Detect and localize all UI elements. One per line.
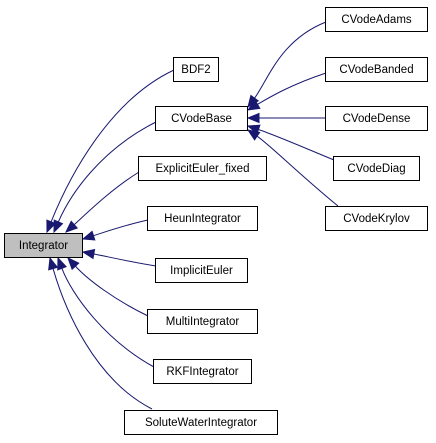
edges-layer — [46, 21, 339, 410]
node-label-impliciteuler: ImplicitEuler — [170, 265, 233, 277]
node-box-cvodekrylov[interactable] — [325, 206, 428, 231]
edge-cvodediag-to-cvodebase — [258, 129, 335, 161]
node-box-cvodedense[interactable] — [325, 106, 428, 131]
node-box-bdf2[interactable] — [173, 57, 219, 82]
arrowhead-cvodebanded-to-cvodebase — [246, 99, 261, 111]
node-label-bdf2: BDF2 — [181, 64, 210, 76]
edge-cvodebanded-to-cvodebase — [257, 72, 327, 105]
arrowhead-cvodedense-to-cvodebase — [246, 112, 260, 124]
node-box-impliciteuler[interactable] — [155, 258, 248, 283]
node-expliciteuler[interactable]: ExplicitEuler_fixed — [138, 156, 267, 181]
edge-heun-to-integrator — [93, 219, 149, 237]
node-box-rkf[interactable] — [153, 359, 252, 384]
edge-solute-to-integrator — [52, 268, 153, 410]
node-solute[interactable]: SoluteWaterIntegrator — [124, 410, 278, 435]
arrowhead-rkf-to-integrator — [57, 256, 67, 271]
arrowhead-solute-to-integrator — [48, 256, 59, 271]
node-label-cvodekrylov: CVodeKrylov — [343, 213, 410, 225]
node-integrator[interactable]: Integrator — [4, 233, 83, 258]
arrowhead-impliciteuler-to-integrator — [81, 248, 96, 260]
arrowhead-expliciteuler-to-integrator — [65, 220, 79, 233]
node-label-expliciteuler: ExplicitEuler_fixed — [156, 163, 250, 175]
node-label-cvodeadams: CVodeAdams — [341, 14, 412, 26]
edge-cvodebase-to-integrator — [57, 121, 157, 223]
node-rkf[interactable]: RKFIntegrator — [153, 359, 252, 384]
node-box-integrator[interactable] — [4, 233, 83, 258]
node-label-cvodebase: CVodeBase — [171, 113, 232, 125]
arrowhead-heun-to-integrator — [81, 230, 96, 241]
node-impliciteuler[interactable]: ImplicitEuler — [155, 258, 248, 283]
node-box-cvodebanded[interactable] — [325, 57, 428, 82]
edge-bdf2-to-integrator — [50, 69, 175, 222]
arrowhead-cvodebase-to-integrator — [53, 219, 64, 234]
edge-rkf-to-integrator — [61, 268, 155, 368]
edge-cvodekrylov-to-cvodebase — [256, 135, 339, 207]
arrowhead-bdf2-to-integrator — [46, 219, 57, 234]
node-box-cvodebase[interactable] — [155, 106, 248, 131]
node-box-cvodeadams[interactable] — [325, 7, 428, 32]
node-label-heun: HeunIntegrator — [164, 213, 241, 225]
edge-impliciteuler-to-integrator — [93, 253, 157, 267]
node-cvodebase[interactable]: CVodeBase — [155, 106, 248, 131]
node-multi[interactable]: MultiIntegrator — [147, 309, 258, 334]
node-box-cvodediag[interactable] — [333, 156, 420, 181]
edge-multi-to-integrator — [75, 265, 149, 317]
arrowhead-multi-to-integrator — [67, 257, 80, 271]
node-label-cvodedense: CVodeDense — [343, 113, 411, 125]
node-cvodekrylov[interactable]: CVodeKrylov — [325, 206, 428, 231]
node-box-solute[interactable] — [124, 410, 278, 435]
node-cvodebanded[interactable]: CVodeBanded — [325, 57, 428, 82]
edge-expliciteuler-to-integrator — [73, 171, 140, 226]
node-cvodedense[interactable]: CVodeDense — [325, 106, 428, 131]
node-bdf2[interactable]: BDF2 — [173, 57, 219, 82]
edge-cvodeadams-to-cvodebase — [254, 21, 327, 99]
nodes-layer: Integrator BDF2CVodeBaseExplicitEuler_fix… — [4, 7, 428, 435]
arrowhead-cvodekrylov-to-cvodebase — [246, 129, 261, 141]
node-label-integrator: Integrator — [19, 240, 68, 252]
node-label-cvodebanded: CVodeBanded — [339, 64, 413, 76]
node-box-heun[interactable] — [147, 206, 258, 231]
node-label-rkf: RKFIntegrator — [166, 366, 238, 378]
node-label-multi: MultiIntegrator — [166, 316, 240, 328]
node-label-solute: SoluteWaterIntegrator — [145, 417, 257, 429]
node-cvodediag[interactable]: CVodeDiag — [333, 156, 420, 181]
node-cvodeadams[interactable]: CVodeAdams — [325, 7, 428, 32]
node-box-multi[interactable] — [147, 309, 258, 334]
node-box-expliciteuler[interactable] — [138, 156, 267, 181]
node-label-cvodediag: CVodeDiag — [347, 163, 405, 175]
node-heun[interactable]: HeunIntegrator — [147, 206, 258, 231]
